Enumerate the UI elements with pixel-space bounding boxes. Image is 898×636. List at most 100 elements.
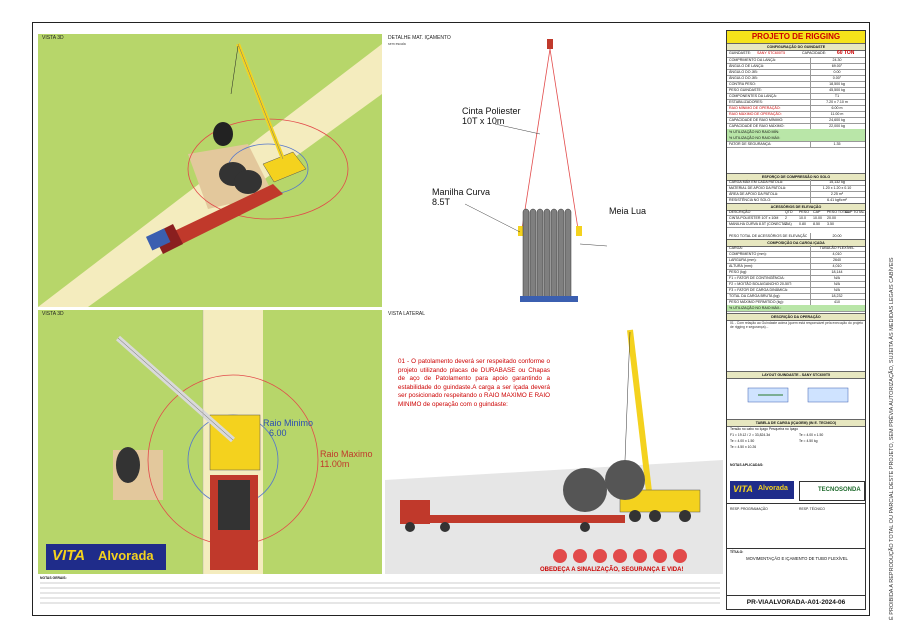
vita-logo-text: VITA [52,547,86,564]
solo-row: CARGA MÁX EM CADA PATOLA:15,132 kg [727,179,865,186]
guindaste-row: PESO GUINDASTE: 45,500 kg [727,87,865,94]
carga-row: ALTURA (mm):4,010 [727,263,865,270]
solo-label: MATERIAL DE APOIO DA PATOLA: [729,186,787,190]
acc-col-header: PESO TOTAL [827,210,850,214]
vita-alvorada-logo: VITA Alvorada [46,544,166,570]
solo-row: MATERIAL DE APOIO DA PATOLA:1.20 x 1.20 … [727,185,865,192]
acc-cell: MANILHA CURVA 8.5T (CONECTADA) [729,222,792,226]
acc-cell: 20.00 [827,216,836,220]
guindaste-row: ÂNGULO DO JIB: 0.00 [727,69,865,76]
vista3d-top-drawing [38,34,382,307]
alvorada-logo-text: Alvorada [98,548,154,563]
alvorada-small-text: Alvorada [758,485,788,492]
guindaste-value: 7.20 x 7.10 m [810,99,863,105]
vita-alvorada-small-logo: VITA Alvorada [730,481,794,499]
side-legal-text-content: É PROIBIDA A REPRODUÇÃO TOTAL OU PARCIAL… [889,257,895,620]
acc-total-label: PESO TOTAL DE ACESSÓRIOS DE ELEVAÇÃO: [729,234,807,238]
acc-col-header: PESO [799,210,809,214]
tabela-value: Te = 4.50 kg [799,439,818,443]
guindaste-value: T1 [810,93,863,99]
detalhe-drawing [464,39,608,302]
guindaste-row: CONTRA PESO:18,500 kg [727,81,865,88]
section-solo: ESFORÇO DE COMPRESSÃO NO SOLO [727,173,865,181]
callout-raio-min: Raio Minimo 6.00 [263,418,313,438]
carga-row: LARGURA (mm):2640 [727,257,865,264]
operation-note: 01 - O patolamento deverá ser respeitado… [398,358,550,408]
tabela-text: Tensão no cabo no Içago Pesqueira no Iça… [730,427,799,431]
solo-row: ÁREA DE APOIO DA PATOLA: 2.25 m² [727,191,865,198]
vista-lateral-drawing [385,329,723,574]
guindaste-label: COMPONENTES DA LANÇA: [729,94,777,98]
solo-label: CARGA MÁX EM CADA PATOLA: [729,180,784,184]
carga-row: TOTAL DA CARGA BRUTA (kg):18,232 [727,293,865,300]
guindaste-row: ÂNGULO DE LANÇA:69.00° [727,63,865,70]
acc-col-header: CAP TOTAL [845,210,865,214]
viewport-detalhe [385,34,723,307]
solo-label: ÁREA DE APOIO DA PATOLA: [729,192,779,196]
signature-box [727,503,865,549]
guindaste-row: COMPONENTES DA LANÇA: T1 [727,93,865,100]
viewport-vista3d-bottom [38,310,382,574]
carga-label: F1 = FATOR DE CONTINGÊNCIA: [729,276,785,280]
tecnosonda-logo-text: TECNOSONDA [818,487,861,493]
guindaste-value: 24.30 [810,57,863,63]
acc-col-header: QTD [785,210,793,214]
guindaste-label: CAPACIDADE DE RAIO MÍNIMO: [729,118,784,122]
acc-cell: 2 [785,222,787,226]
vista3d-bottom-drawing [38,310,382,574]
guindaste-row: FATOR DE SEGURANÇA:1.35 [727,141,865,148]
legal-footer-lines-svg [40,582,720,604]
callout-manilha-line2: 8.5T [432,197,451,207]
callout-manilha: Manilha Curva 8.5T [432,187,490,207]
guindaste-model: SANY STC600T5 [757,51,786,55]
guindaste-label: PESO GUINDASTE: [729,88,762,92]
carga-value: 4,010 [810,263,863,269]
guindaste-row: ESTABILIZADORES:7.20 x 7.10 m [727,99,865,106]
guindaste-value: 22,000 kg [810,123,863,129]
vita-small-text: VITA [733,484,753,494]
guindaste-row: % UTILIZAÇÃO NO RAIO MÁX: [727,135,865,142]
carga-label: % UTILIZAÇÃO NO RAIO MÁX.: [729,306,782,310]
guindaste-value: 11.00 m [810,111,863,117]
callout-raio-min-line2: 6.00 [269,428,287,438]
section-guindaste: CONFIGURAÇÃO DO GUINDASTE [727,43,865,51]
guindaste-value: 6.00 m [810,105,863,111]
carga-label: F2 = MOITÃO BOLA/GANCHO 20-50T: [729,282,792,286]
sign-right: RESP. TÉCNICO [799,507,825,511]
viewport-vista-lateral [385,310,723,574]
guindaste-value: 18,500 kg [810,81,863,87]
carga-row: PESO (kg):18,144 [727,269,865,276]
carga-label: F3 = FATOR DE CARGA DINÂMICA: [729,288,789,292]
callout-meia-lua: Meia Lua [609,206,647,216]
tabela-value: Te = 4.00 x 1.50 [799,433,824,437]
desc-footer: MOVIMENTAÇÃO E IÇAMENTO DE TUBO FLEXÍVEL [746,556,848,561]
viewport-vista3d-top [38,34,382,307]
guindaste-label: ÂNGULO DO JIB: [729,70,758,74]
sign-left: RESP. PROGRAMAÇÃO [730,507,768,511]
section-tabela: TABELA DE CARGA (IÇAGEM) (IN E. TECNICO) [727,419,865,427]
viewport-label-vista-lateral: VISTA LATERAL [388,311,426,317]
callout-raio-max: Raio Maximo 11.00m [320,449,373,469]
guindaste-header-row: GUINDASTE: SANY STC600T5 CAPACIDADE: 60 … [727,49,865,58]
acc-row: MANILHA CURVA 8.5T (CONECTADA)2 0.80 8.50 3… [727,221,865,228]
guindaste-row: ÂNGULO DO JIB:0.00° [727,75,865,82]
acc-cell: 8.50 [813,222,820,226]
legal-footer-lines [40,581,722,609]
desc-footer-label: TÍTULO: [730,550,744,554]
solo-label: RESISTÊNCIA NO SOLO: [729,198,772,202]
tabela-value: F1 = 19.12 / 2 = 33,824.3d [730,433,770,437]
carga-label: COMPRIMENTO (mm): [729,252,767,256]
guindaste-value: 45,500 kg [810,87,863,93]
side-legal-text: É PROIBIDA A REPRODUÇÃO TOTAL OU PARCIAL… [880,60,895,620]
acc-cell: 0.80 [799,222,806,226]
guindaste-label: FATOR DE SEGURANÇA: [729,142,772,146]
acc-cell: 3.50 [827,222,834,226]
callout-raio-max-line2: 11.00m [320,459,350,469]
section-carga: COMPOSIÇÃO DA CARGA IÇADA [727,239,865,247]
layout-guindaste-drawing [747,387,849,403]
guindaste-value: 0.00 [810,69,863,75]
solo-value: 2.25 m² [810,191,863,197]
guindaste-label: GUINDASTE: [729,51,751,55]
